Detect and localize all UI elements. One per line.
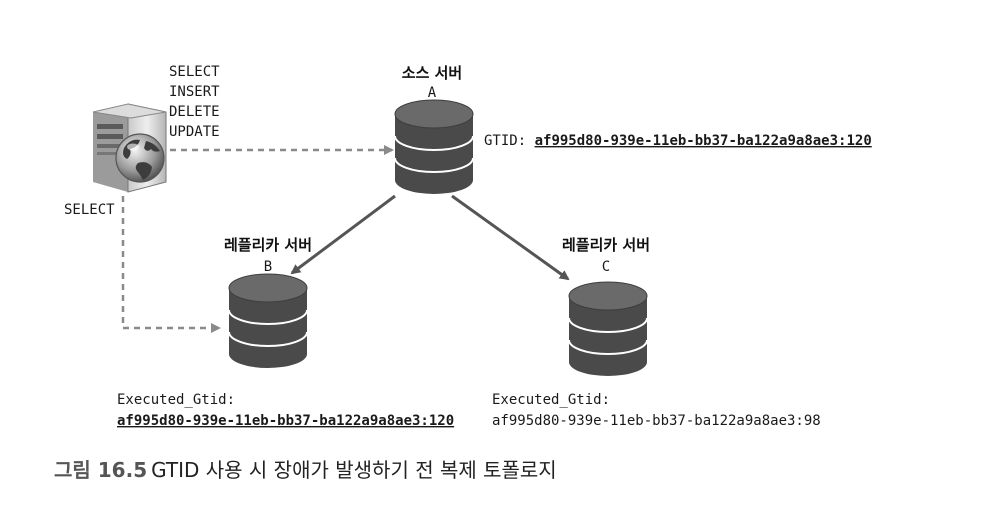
query-select: SELECT <box>169 64 220 80</box>
client-server-icon <box>92 103 167 193</box>
source-server-letter: A <box>428 85 437 101</box>
replication-arrow-b <box>290 194 396 275</box>
source-database-icon <box>394 99 474 194</box>
replica-b-letter: B <box>264 259 272 275</box>
replica-c-database-icon <box>568 281 648 376</box>
source-server-title: 소스 서버 <box>402 64 462 82</box>
caption-text: GTID 사용 시 장애가 발생하기 전 복제 토폴로지 <box>151 458 557 482</box>
replication-arrow-c <box>451 194 570 281</box>
replica-c-title: 레플리카 서버 <box>562 236 650 254</box>
query-insert: INSERT <box>169 84 220 100</box>
query-update: UPDATE <box>169 124 220 140</box>
source-gtid-value: af995d80-939e-11eb-bb37-ba122a9a8ae3:120 <box>535 133 872 149</box>
query-delete: DELETE <box>169 104 220 120</box>
figure-caption: 그림 16.5 GTID 사용 시 장애가 발생하기 전 복제 토폴로지 <box>54 458 557 482</box>
replica-c-executed-label: Executed_Gtid: <box>492 392 610 408</box>
replica-b-executed-value: af995d80-939e-11eb-bb37-ba122a9a8ae3:120 <box>117 413 454 429</box>
read-query-arrow <box>121 196 221 333</box>
source-gtid: GTID: af995d80-939e-11eb-bb37-ba122a9a8a… <box>484 133 872 149</box>
replica-select-label: SELECT <box>64 202 115 218</box>
replica-c-executed-value: af995d80-939e-11eb-bb37-ba122a9a8ae3:98 <box>492 413 821 429</box>
source-gtid-label: GTID: <box>484 133 526 149</box>
caption-label: 그림 16.5 <box>54 458 147 482</box>
replica-b-executed-label: Executed_Gtid: <box>117 392 235 408</box>
globe-icon <box>115 133 165 183</box>
replica-c-letter: C <box>602 259 610 275</box>
replica-b-title: 레플리카 서버 <box>224 236 312 254</box>
replica-b-database-icon <box>228 273 308 368</box>
